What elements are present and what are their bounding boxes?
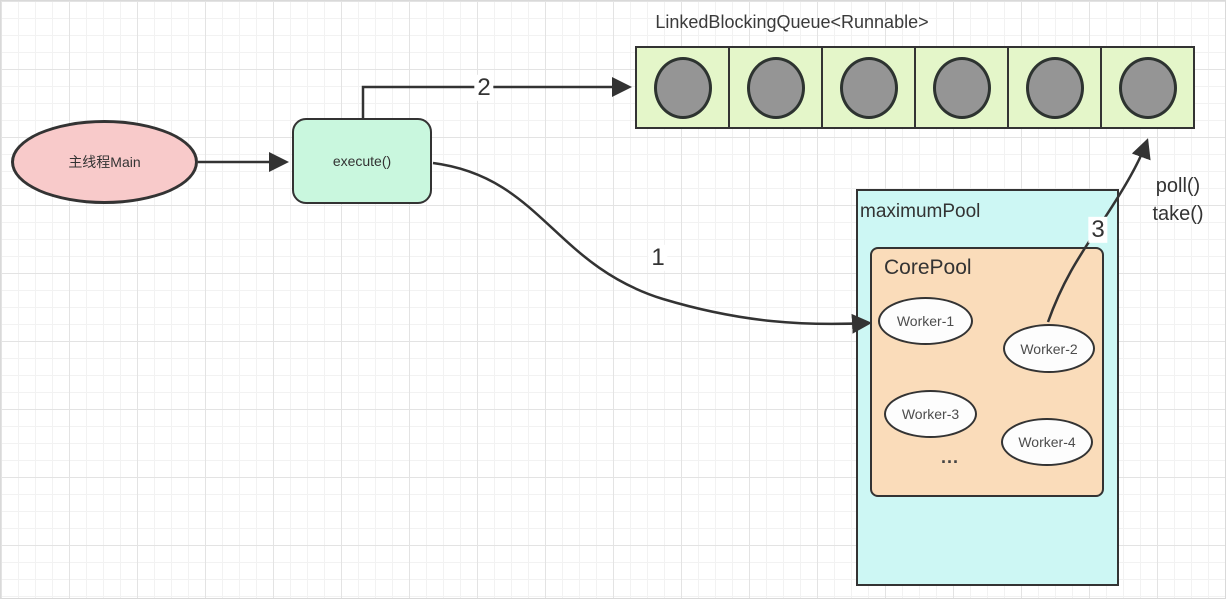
queue-cell xyxy=(728,48,821,127)
execute-node: execute() xyxy=(292,118,432,204)
queue-cell xyxy=(637,48,728,127)
main-thread-label: 主线程Main xyxy=(68,154,141,170)
maximum-pool-label: maximumPool xyxy=(860,201,981,222)
edge-label-step3: 3 xyxy=(1088,216,1108,244)
task-icon xyxy=(653,56,712,119)
queue-cell xyxy=(821,48,914,127)
take-label: take() xyxy=(1152,203,1204,225)
queue-cell xyxy=(1100,48,1193,127)
worker-2-node: Worker-2 xyxy=(1003,324,1095,373)
more-workers-ellipsis: ... xyxy=(940,447,959,467)
worker-3-node: Worker-3 xyxy=(884,390,977,438)
queue-title: LinkedBlockingQueue<Runnable> xyxy=(655,12,929,32)
queue-cell xyxy=(1007,48,1100,127)
poll-take-annotation: poll() take() xyxy=(1143,172,1213,228)
edge-label-step2: 2 xyxy=(474,74,494,102)
task-icon xyxy=(1025,56,1084,119)
queue-cell xyxy=(914,48,1007,127)
edge-execute-to-queue xyxy=(361,77,632,118)
task-icon xyxy=(1118,56,1177,119)
worker-4-label: Worker-4 xyxy=(1018,434,1076,450)
worker-4-node: Worker-4 xyxy=(1001,418,1093,466)
edge-label-step1: 1 xyxy=(648,244,668,272)
task-icon xyxy=(746,56,805,119)
task-icon xyxy=(839,56,898,119)
execute-label: execute() xyxy=(332,153,392,169)
poll-label: poll() xyxy=(1155,175,1201,197)
worker-3-label: Worker-3 xyxy=(901,406,960,422)
task-icon xyxy=(932,56,991,119)
worker-2-label: Worker-2 xyxy=(1020,340,1078,357)
worker-1-label: Worker-1 xyxy=(896,313,955,329)
main-thread-node: 主线程Main xyxy=(11,120,198,204)
core-pool-label: CorePool xyxy=(884,256,972,279)
worker-1-node: Worker-1 xyxy=(878,297,973,345)
blocking-queue xyxy=(635,46,1195,129)
